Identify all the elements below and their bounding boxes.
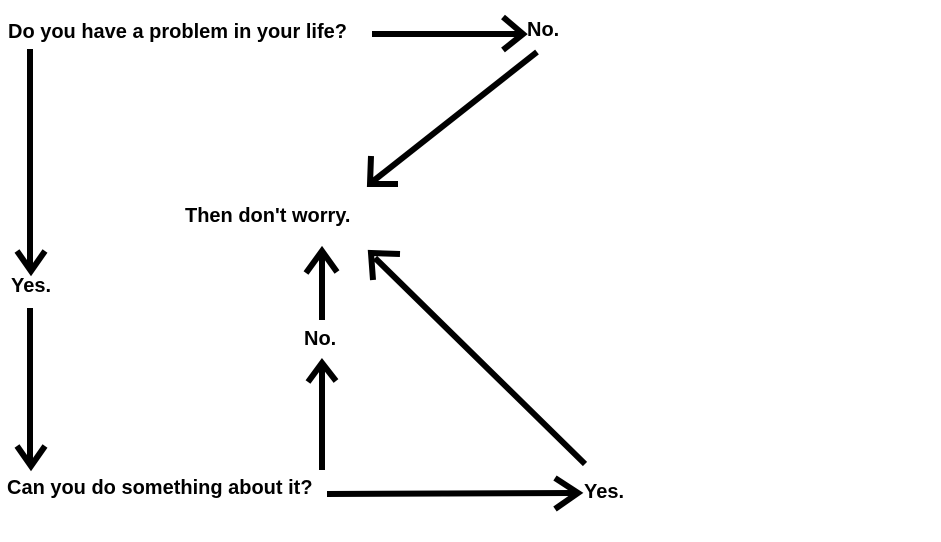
arrow-question2-to-no2 (305, 358, 339, 470)
node-question-2: Can you do something about it? (7, 477, 313, 499)
arrowhead-up-icon (305, 358, 339, 384)
node-answer-no-1: No. (527, 19, 560, 41)
arrowhead-up-icon (303, 245, 340, 275)
arrow-question1-to-yes1 (14, 49, 48, 277)
arrowhead-up-left-icon (367, 249, 401, 281)
arrow-no1-to-worry (366, 49, 539, 187)
node-question-1: Do you have a problem in your life? (8, 21, 347, 43)
arrow-yes2-to-worry (367, 249, 588, 467)
arrow-yes1-to-question2 (14, 308, 48, 472)
node-answer-no-2: No. (304, 328, 337, 350)
arrowhead-right-icon (553, 475, 584, 512)
arrow-question2-to-yes2 (326, 475, 584, 512)
arrow-shaft (326, 490, 575, 497)
arrow-shaft (372, 255, 588, 467)
node-answer-yes-2: Yes. (584, 481, 625, 503)
node-then-dont-worry: Then don't worry. (185, 205, 351, 227)
node-answer-yes-1: Yes. (11, 275, 52, 297)
arrowhead-down-left-icon (366, 155, 398, 187)
arrow-question1-to-no1 (372, 14, 528, 53)
arrowhead-down-icon (14, 249, 48, 277)
arrowhead-down-icon (14, 444, 48, 472)
arrowhead-right-icon (501, 14, 528, 53)
arrow-shaft (370, 49, 539, 185)
arrow-no2-to-worry (303, 245, 340, 320)
